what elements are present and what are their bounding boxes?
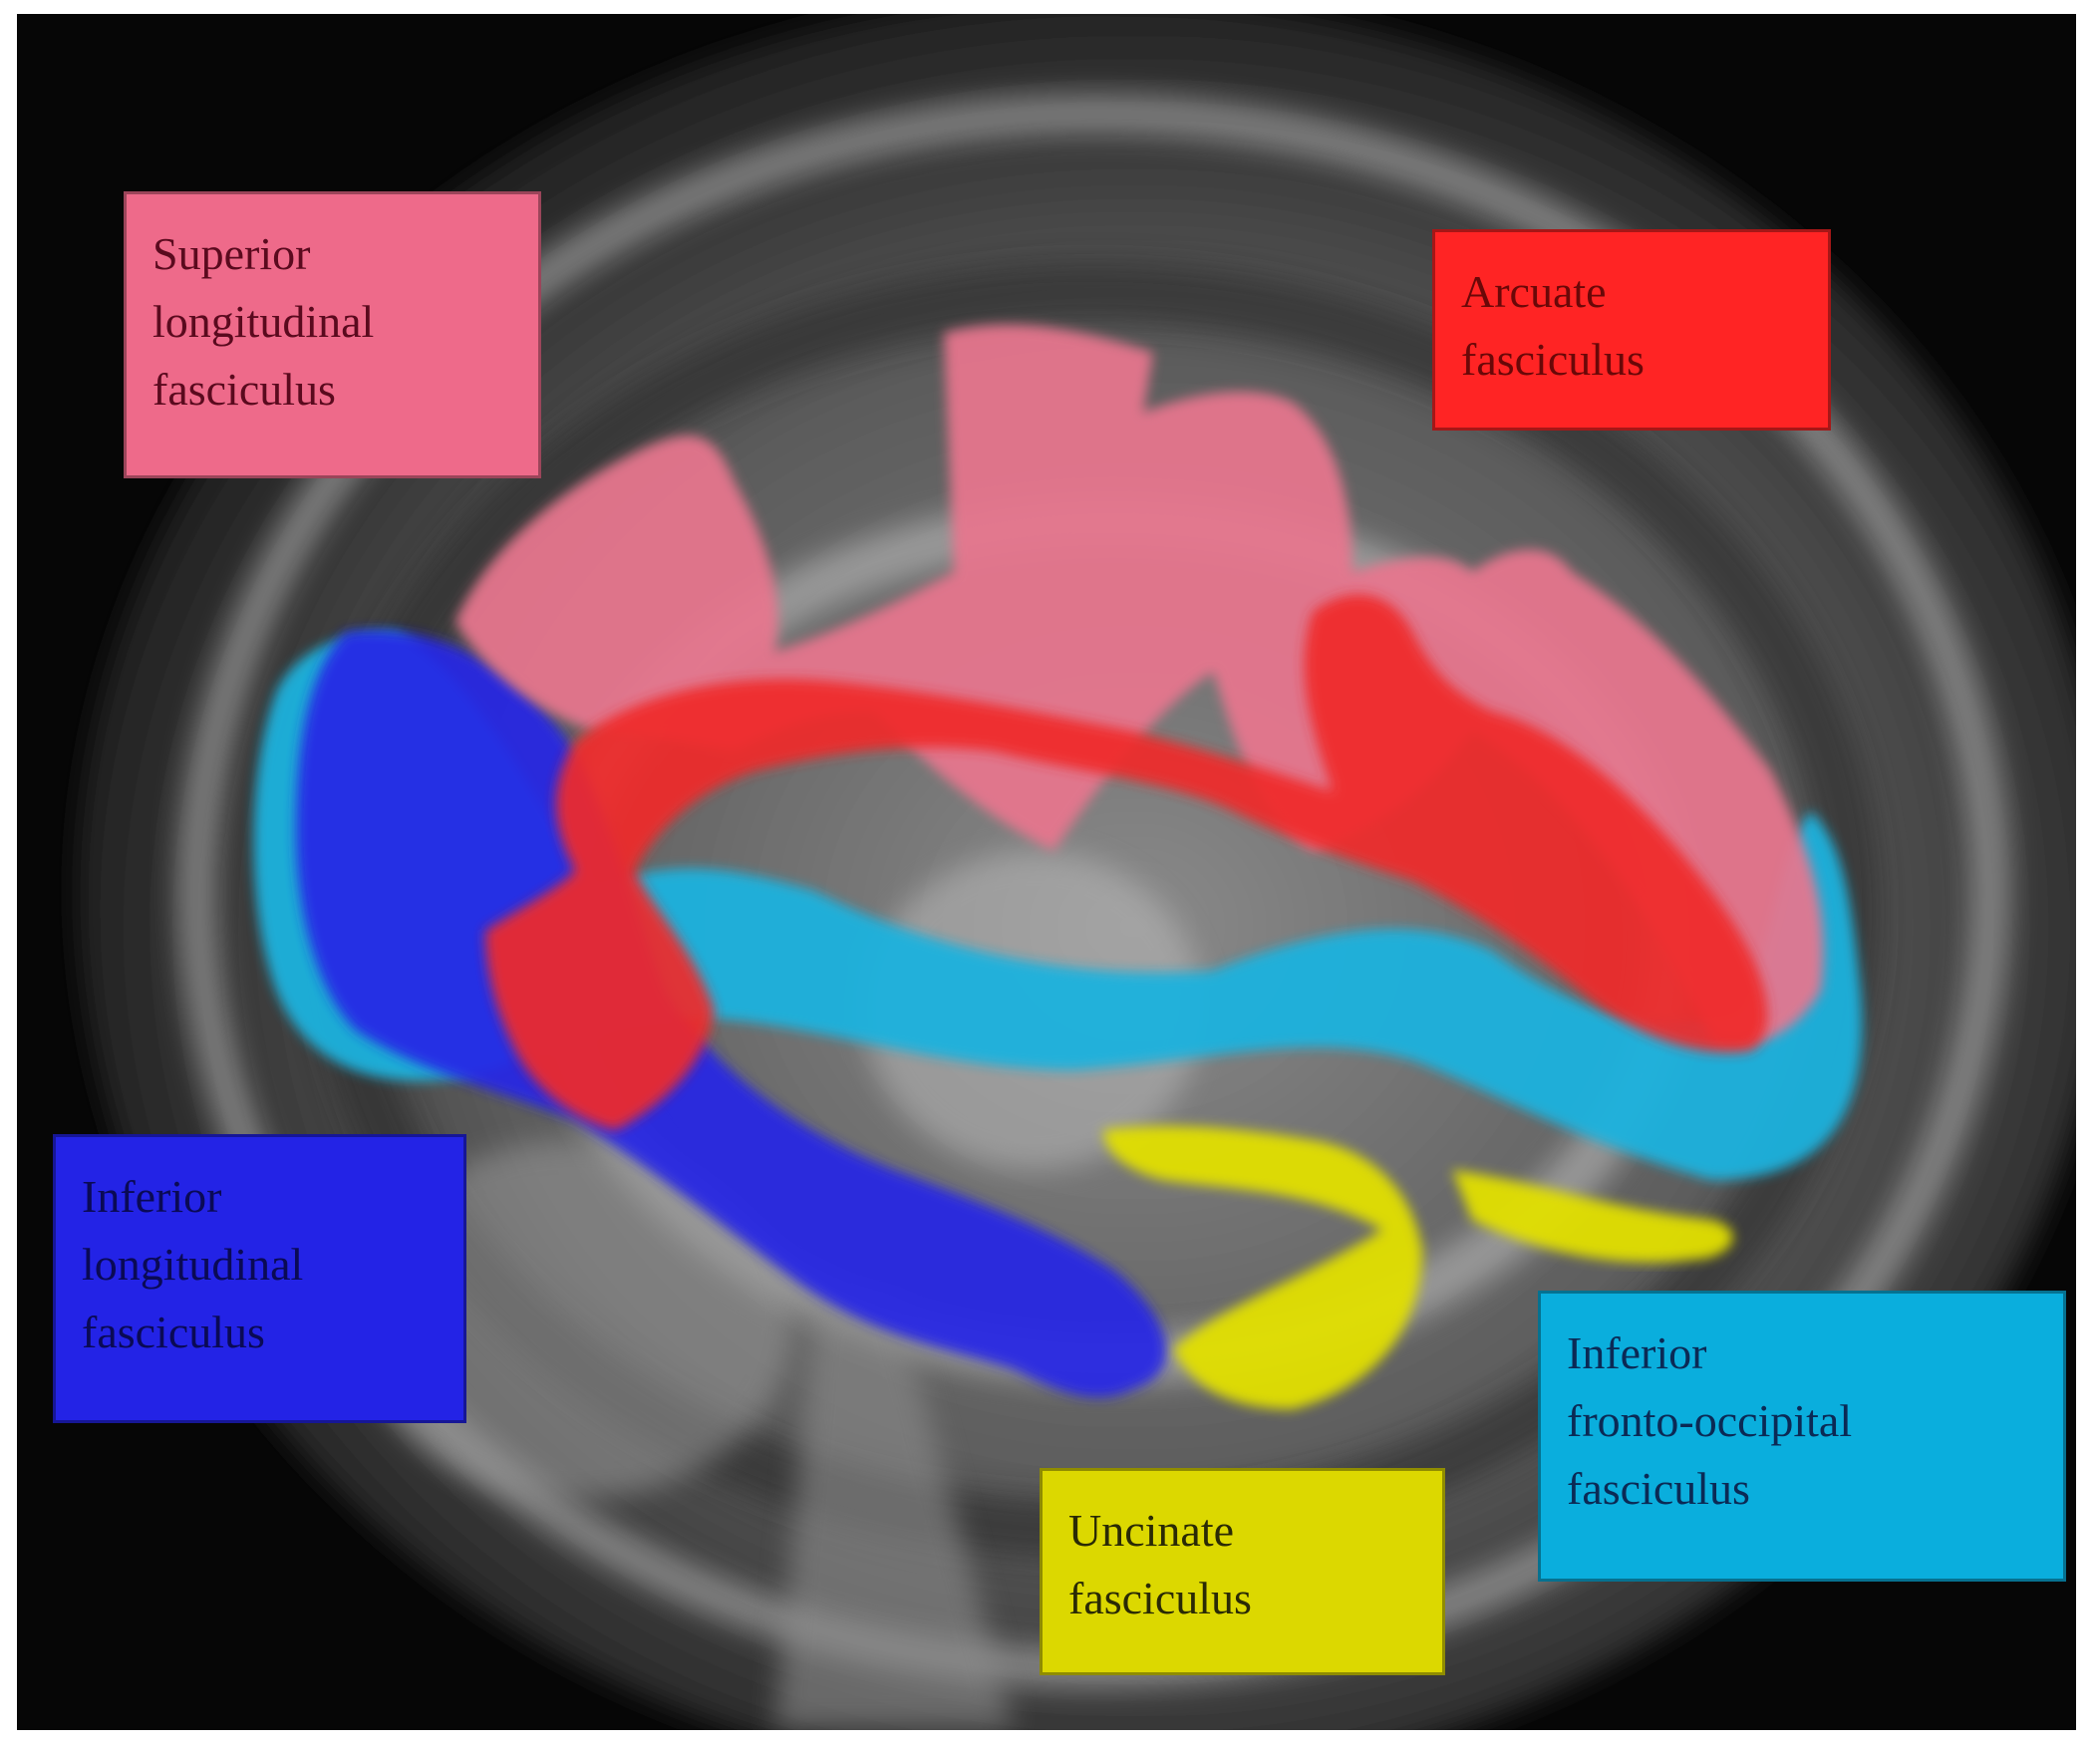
label-inferior-fronto-occipital-fasciculus: Inferior fronto-occipital fasciculus xyxy=(1538,1291,2066,1582)
label-line: longitudinal xyxy=(82,1239,304,1290)
label-line: Superior xyxy=(152,228,311,279)
label-line: fasciculus xyxy=(1567,1463,1750,1514)
uf-tract xyxy=(1103,1125,1422,1409)
af-tract xyxy=(485,594,1768,1130)
label-uncinate-fasciculus: Uncinate fasciculus xyxy=(1040,1468,1445,1675)
label-line: fronto-occipital xyxy=(1567,1395,1853,1446)
label-line: fasciculus xyxy=(152,364,336,415)
label-line: Inferior xyxy=(1567,1327,1707,1378)
label-superior-longitudinal-fasciculus: Superior longitudinal fasciculus xyxy=(124,191,541,478)
label-line: fasciculus xyxy=(1068,1573,1252,1623)
ifof-tract xyxy=(253,632,1863,1180)
label-inferior-longitudinal-fasciculus: Inferior longitudinal fasciculus xyxy=(53,1134,466,1423)
label-line: fasciculus xyxy=(82,1307,265,1357)
slf-tract xyxy=(455,324,1824,1044)
brain-tract-figure: Superior longitudinal fasciculus Arcuate… xyxy=(17,14,2076,1730)
label-arcuate-fasciculus: Arcuate fasciculus xyxy=(1432,229,1831,431)
label-line: Inferior xyxy=(82,1171,222,1222)
label-line: Arcuate xyxy=(1461,266,1607,317)
ilf-tract xyxy=(296,630,1167,1398)
label-line: longitudinal xyxy=(152,296,375,347)
label-line: fasciculus xyxy=(1461,334,1645,385)
label-line: Uncinate xyxy=(1068,1505,1235,1556)
